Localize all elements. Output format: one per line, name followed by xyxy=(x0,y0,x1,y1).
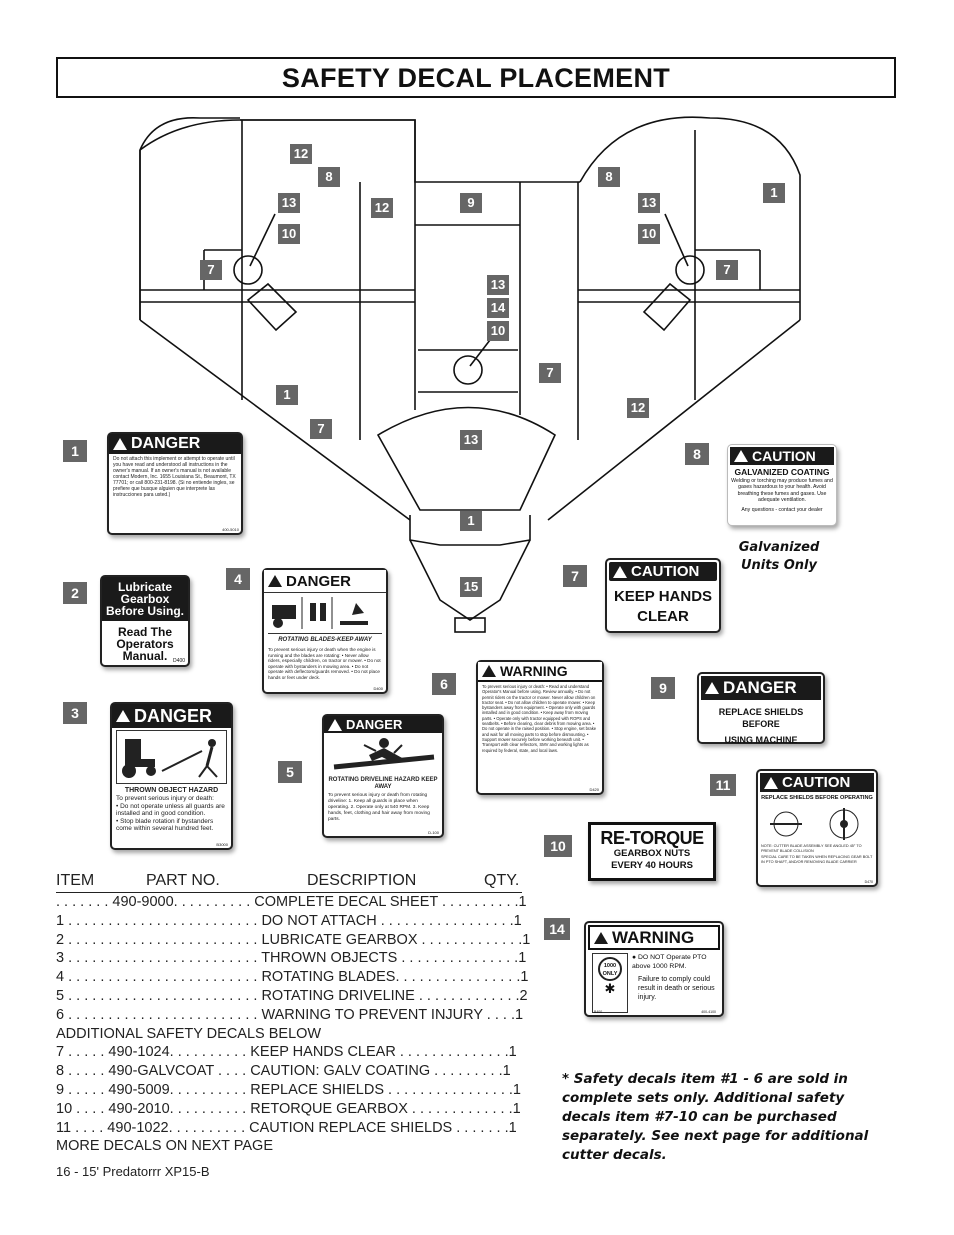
decal-thrown-object-hazard: DANGER THROWN OBJECT HAZARD To prevent s… xyxy=(110,702,233,850)
decal-number-14: 14 xyxy=(544,918,570,940)
warning-triangle-icon xyxy=(482,665,496,677)
decal-number-8: 8 xyxy=(685,443,709,465)
parts-row: 8 . . . . . 490-GALVCOAT . . . . CAUTION… xyxy=(56,1063,511,1080)
callout-10: 10 xyxy=(278,224,300,244)
mower-thrown-object-icon xyxy=(122,739,218,778)
callout-13: 13 xyxy=(278,193,300,213)
parts-list: ITEM PART NO. DESCRIPTION QTY. . . . . .… xyxy=(56,872,531,1156)
decal-galvanized-coating: CAUTION GALVANIZED COATING Welding or to… xyxy=(727,444,837,526)
warning-triangle-icon xyxy=(594,931,608,944)
warning-triangle-icon xyxy=(328,718,342,731)
callout-10: 10 xyxy=(638,224,660,244)
warning-triangle-icon xyxy=(268,575,282,587)
parts-row: 5 . . . . . . . . . . . . . . . . . . . … xyxy=(56,987,528,1004)
callout-12: 12 xyxy=(627,398,649,418)
col-item: ITEM xyxy=(56,872,95,889)
rpm-gauge-icon: 1000 ONLY xyxy=(598,957,622,981)
callout-14: 14 xyxy=(487,298,509,318)
callout-7: 7 xyxy=(200,260,222,280)
callout-13: 13 xyxy=(487,275,509,295)
decal-number-6: 6 xyxy=(432,673,456,695)
decal-rotating-driveline: DANGER ROTATING DRIVELINE HAZARD KEEP AW… xyxy=(322,714,444,838)
parts-row: 4 . . . . . . . . . . . . . . . . . . . … xyxy=(56,969,529,986)
col-description: DESCRIPTION xyxy=(307,872,417,889)
warning-triangle-icon xyxy=(705,682,719,694)
callout-1: 1 xyxy=(763,183,785,203)
decal-pto-warning: WARNING 1000 ONLY ✱ ● DO NOT Operate PTO… xyxy=(584,921,724,1017)
decal-re-torque: RE-TORQUE GEARBOX NUTS EVERY 40 HOURS xyxy=(588,822,716,881)
parts-row: 10 . . . . 490-2010. . . . . . . . . . R… xyxy=(56,1100,521,1117)
decal-number-1: 1 xyxy=(63,440,87,462)
page-title-box: SAFETY DECAL PLACEMENT xyxy=(56,57,896,98)
galvanized-units-note: Galvanized Units Only xyxy=(738,540,820,573)
pto-rpm-pictogram: 1000 ONLY ✱ xyxy=(592,953,628,1013)
decal-number-11: 11 xyxy=(710,774,736,796)
decal-caution-replace-shields: CAUTION REPLACE SHIELDS BEFORE OPERATING… xyxy=(756,769,878,887)
page-footer: 16 - 15' Predatorrr XP15-B xyxy=(56,1164,210,1179)
col-part-no: PART NO. xyxy=(146,872,220,889)
decal-number-7: 7 xyxy=(563,565,587,587)
parts-row: 2 . . . . . . . . . . . . . . . . . . . … xyxy=(56,931,531,948)
callout-8: 8 xyxy=(318,167,340,187)
decal-number-3: 3 xyxy=(63,702,87,724)
callout-7: 7 xyxy=(310,419,332,439)
parts-section-note: ADDITIONAL SAFETY DECALS BELOW xyxy=(56,1025,322,1042)
sales-note: * Safety decals item #1 - 6 are sold in … xyxy=(562,1071,869,1163)
decal-number-10: 10 xyxy=(544,835,572,857)
parts-row: 9 . . . . . 490-5009. . . . . . . . . . … xyxy=(56,1081,521,1098)
callout-7: 7 xyxy=(716,260,738,280)
decal-replace-shields: DANGER REPLACE SHIELDS BEFORE USING MACH… xyxy=(697,672,825,745)
blade-rotation-pictogram xyxy=(758,802,876,844)
parts-row: 1 . . . . . . . . . . . . . . . . . . . … xyxy=(56,912,522,929)
callout-10: 10 xyxy=(487,321,509,341)
parts-list-header: ITEM PART NO. DESCRIPTION QTY. xyxy=(56,872,522,893)
callout-1: 1 xyxy=(276,385,298,405)
warning-triangle-icon xyxy=(116,710,130,722)
pto-shaft-icon: ✱ xyxy=(604,981,616,996)
decal-lubricate-gearbox: Lubricate Gearbox Before Using. Read The… xyxy=(100,575,190,667)
decal-keep-hands-clear: CAUTION KEEP HANDS CLEAR xyxy=(605,558,721,633)
warning-triangle-icon xyxy=(764,776,778,789)
callout-12: 12 xyxy=(371,198,393,218)
callout-9: 9 xyxy=(460,193,482,213)
parts-section-note: MORE DECALS ON NEXT PAGE xyxy=(56,1138,274,1155)
callout-13: 13 xyxy=(638,193,660,213)
right-wing-outline xyxy=(579,116,801,320)
decal-warning-prevent-injury: WARNING To prevent serious injury or dea… xyxy=(476,660,604,795)
callout-7: 7 xyxy=(539,363,561,383)
blade-assembly-icon xyxy=(770,808,859,840)
callout-13: 13 xyxy=(460,430,482,450)
callout-1: 1 xyxy=(460,511,482,531)
decal-number-9: 9 xyxy=(651,677,675,699)
callout-12: 12 xyxy=(290,144,312,164)
driveline-entanglement-icon xyxy=(333,738,435,770)
decal-number-5: 5 xyxy=(278,761,302,783)
warning-triangle-icon xyxy=(613,565,627,578)
decal-rotating-blades: DANGER ROTATING BLADES-KEEP AWAY To prev… xyxy=(262,568,388,694)
parts-row: 3 . . . . . . . . . . . . . . . . . . . … xyxy=(56,950,527,967)
callout-15: 15 xyxy=(460,577,482,597)
parts-row: 7 . . . . . 490-1024. . . . . . . . . . … xyxy=(56,1044,517,1061)
thrown-object-pictogram xyxy=(116,730,227,784)
parts-row: . . . . . . . 490-9000. . . . . . . . . … xyxy=(56,894,527,910)
decal-number-4: 4 xyxy=(226,568,250,590)
col-qty: QTY. xyxy=(484,872,520,889)
warning-triangle-icon xyxy=(113,438,127,450)
decal-do-not-attach: DANGER Do not attach this implement or a… xyxy=(107,432,243,535)
driveline-pictogram xyxy=(324,733,442,777)
callout-8: 8 xyxy=(598,167,620,187)
rotating-blades-pictogram xyxy=(268,595,382,634)
decal-number-2: 2 xyxy=(63,582,87,604)
blades-keep-away-icon xyxy=(272,597,368,629)
page-title: SAFETY DECAL PLACEMENT xyxy=(281,63,671,93)
parts-row: 11 . . . . 490-1022. . . . . . . . . . C… xyxy=(56,1119,517,1136)
warning-triangle-icon xyxy=(734,450,748,462)
parts-row: 6 . . . . . . . . . . . . . . . . . . . … xyxy=(56,1006,524,1023)
